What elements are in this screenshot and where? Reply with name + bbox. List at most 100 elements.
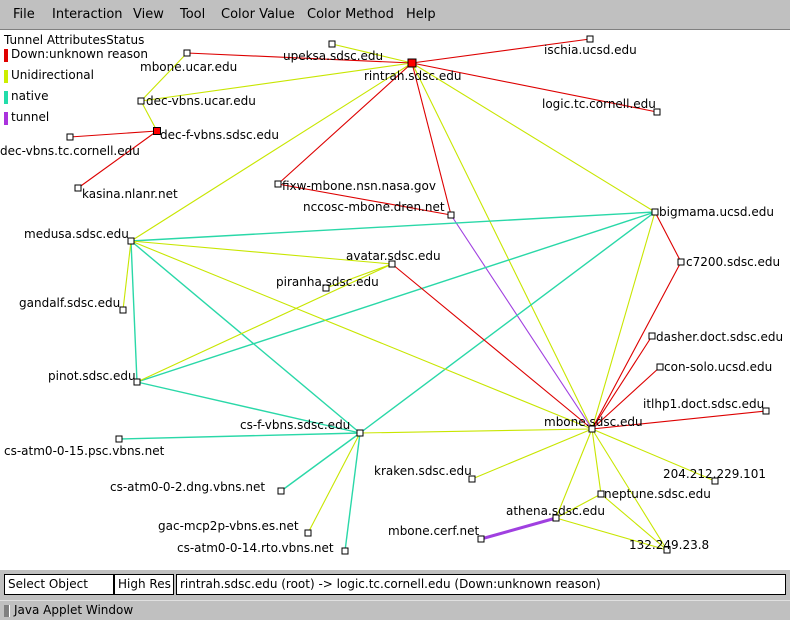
node-consolo[interactable] (656, 363, 664, 371)
node-itlhp1[interactable] (762, 407, 770, 415)
node-label-kraken: kraken.sdsc.edu (374, 464, 472, 478)
edge-tunnel-nccosc-mbonesdsc[interactable] (450, 214, 593, 430)
mode-select[interactable]: Select Object (4, 574, 114, 595)
node-label-ip132: 132.249.23.8 (629, 538, 709, 552)
menu-view[interactable]: View (133, 7, 164, 22)
node-dasher[interactable] (648, 332, 656, 340)
edge-down-rintrah-fixw[interactable] (277, 62, 413, 185)
edge-down-rintrah-ischia[interactable] (411, 38, 591, 64)
node-c7200[interactable] (677, 258, 685, 266)
node-label-avatar: avatar.sdsc.edu (346, 249, 441, 263)
node-csatm2[interactable] (277, 487, 285, 495)
edge-unidirectional-medusa-avatar[interactable] (130, 240, 393, 265)
edge-unidirectional-mbonesdsc-athena[interactable] (555, 428, 593, 519)
edge-unidirectional-csfvbns-mbonesdsc[interactable] (359, 428, 593, 434)
edge-unidirectional-mbonesdsc-ip132[interactable] (591, 428, 668, 551)
edge-unidirectional-mbonesdsc-neptune[interactable] (591, 428, 602, 495)
node-fixw[interactable] (274, 180, 282, 188)
edge-native-csfvbns-csatm14[interactable] (344, 432, 361, 552)
edge-down-avatar-mbonesdsc[interactable] (391, 263, 593, 430)
node-decvbnsucar[interactable] (137, 97, 145, 105)
edge-unidirectional-rintrah-mbonesdsc[interactable] (411, 62, 593, 430)
menu-tool[interactable]: Tool (180, 7, 206, 22)
edge-native-bigmama-pinot[interactable] (136, 211, 656, 383)
menu-interaction[interactable]: Interaction (52, 7, 123, 22)
edge-unidirectional-rintrah-medusa[interactable] (130, 62, 413, 242)
edge-tunnel-athena-mbonecerf[interactable] (480, 516, 557, 541)
edge-unidirectional-medusa-mbonesdsc[interactable] (130, 240, 593, 430)
menu-file[interactable]: File (13, 7, 35, 22)
node-upeksa[interactable] (328, 40, 336, 48)
node-athena[interactable] (552, 514, 560, 522)
node-ip204[interactable] (711, 477, 719, 485)
node-label-gacmcp: gac-mcp2p-vbns.es.net (158, 519, 299, 533)
node-csatm15[interactable] (115, 435, 123, 443)
menu-color-method[interactable]: Color Method (307, 7, 394, 22)
edge-unidirectional-neptune-ip132[interactable] (600, 493, 668, 551)
edge-unidirectional-decvbnsucar-decfvbns[interactable] (140, 100, 158, 132)
edge-native-bigmama-medusa[interactable] (130, 211, 656, 242)
edge-unidirectional-rintrah-upeksa[interactable] (331, 43, 413, 64)
node-pinot[interactable] (133, 378, 141, 386)
legend-label-down: Down:unknown reason (11, 47, 148, 61)
node-rintrah[interactable] (407, 58, 417, 68)
edge-unidirectional-mbonesdsc-ip204[interactable] (591, 428, 716, 482)
node-kraken[interactable] (468, 475, 476, 483)
edge-native-csfvbns-csatm2[interactable] (280, 432, 361, 492)
edge-unidirectional-rintrah-bigmama[interactable] (411, 62, 656, 213)
node-decfvbns[interactable] (153, 127, 161, 135)
node-neptune[interactable] (597, 490, 605, 498)
edge-unidirectional-neptune-athena[interactable] (555, 493, 602, 519)
node-label-upeksa: upeksa.sdsc.edu (283, 49, 383, 63)
node-csfvbns[interactable] (356, 429, 364, 437)
edge-unidirectional-bigmama-mbonesdsc[interactable] (591, 211, 656, 430)
edge-unidirectional-pinot-avatar[interactable] (136, 263, 393, 383)
node-logic[interactable] (653, 108, 661, 116)
menu-color-value[interactable]: Color Value (221, 7, 295, 22)
edge-down-bigmama-c7200[interactable] (654, 211, 682, 263)
node-avatar[interactable] (388, 260, 396, 268)
node-mbonesdsc[interactable] (588, 425, 596, 433)
edge-native-medusa-csfvbns[interactable] (130, 240, 361, 434)
node-label-piranha: piranha.sdsc.edu (276, 275, 379, 289)
node-label-kasina: kasina.nlanr.net (82, 187, 178, 201)
node-csatm14[interactable] (341, 547, 349, 555)
node-bigmama[interactable] (651, 208, 659, 216)
node-gandalf[interactable] (119, 306, 127, 314)
edge-down-rintrah-logic[interactable] (411, 62, 658, 113)
edge-native-bigmama-csfvbns[interactable] (359, 211, 656, 434)
edge-unidirectional-rintrah-decvbnsucar[interactable] (140, 62, 413, 102)
node-kasina[interactable] (74, 184, 82, 192)
edge-down-decfvbns-kasina[interactable] (77, 130, 158, 189)
edge-down-rintrah-mboneucar[interactable] (186, 52, 413, 64)
edge-down-mbonesdsc-itlhp1[interactable] (591, 410, 767, 430)
edge-native-medusa-pinot[interactable] (130, 240, 138, 383)
edge-down-c7200-mbonesdsc[interactable] (591, 261, 682, 430)
edge-native-csfvbns-csatm15[interactable] (118, 432, 361, 440)
node-ischia[interactable] (586, 35, 594, 43)
node-medusa[interactable] (127, 237, 135, 245)
edge-down-decfvbns-decvbnstc[interactable] (69, 130, 158, 138)
edge-down-mbonesdsc-consolo[interactable] (591, 366, 661, 430)
node-label-athena: athena.sdsc.edu (506, 504, 605, 518)
edge-down-rintrah-nccosc[interactable] (411, 62, 452, 216)
node-piranha[interactable] (322, 284, 330, 292)
edge-unidirectional-athena-ip132[interactable] (555, 517, 668, 551)
edge-unidirectional-medusa-gandalf[interactable] (122, 240, 132, 311)
node-gacmcp[interactable] (304, 529, 312, 537)
edge-unidirectional-csfvbns-gacmcp[interactable] (307, 432, 361, 534)
node-mboneucar[interactable] (183, 49, 191, 57)
node-nccosc[interactable] (447, 211, 455, 219)
edge-unidirectional-mboneucar-decvbnsucar[interactable] (140, 52, 188, 102)
high-res-toggle[interactable]: High Res (114, 574, 174, 595)
edge-native-pinot-csfvbns[interactable] (136, 381, 361, 434)
edge-unidirectional-avatar-piranha[interactable] (325, 263, 393, 289)
node-mbonecerf[interactable] (477, 535, 485, 543)
node-decvbnstc[interactable] (66, 133, 74, 141)
menu-help[interactable]: Help (406, 7, 436, 22)
node-ip132[interactable] (663, 546, 671, 554)
edge-unidirectional-mbonesdsc-kraken[interactable] (471, 428, 593, 480)
edge-down-fixw-nccosc[interactable] (277, 183, 452, 216)
edge-down-mbonesdsc-dasher[interactable] (591, 335, 653, 430)
